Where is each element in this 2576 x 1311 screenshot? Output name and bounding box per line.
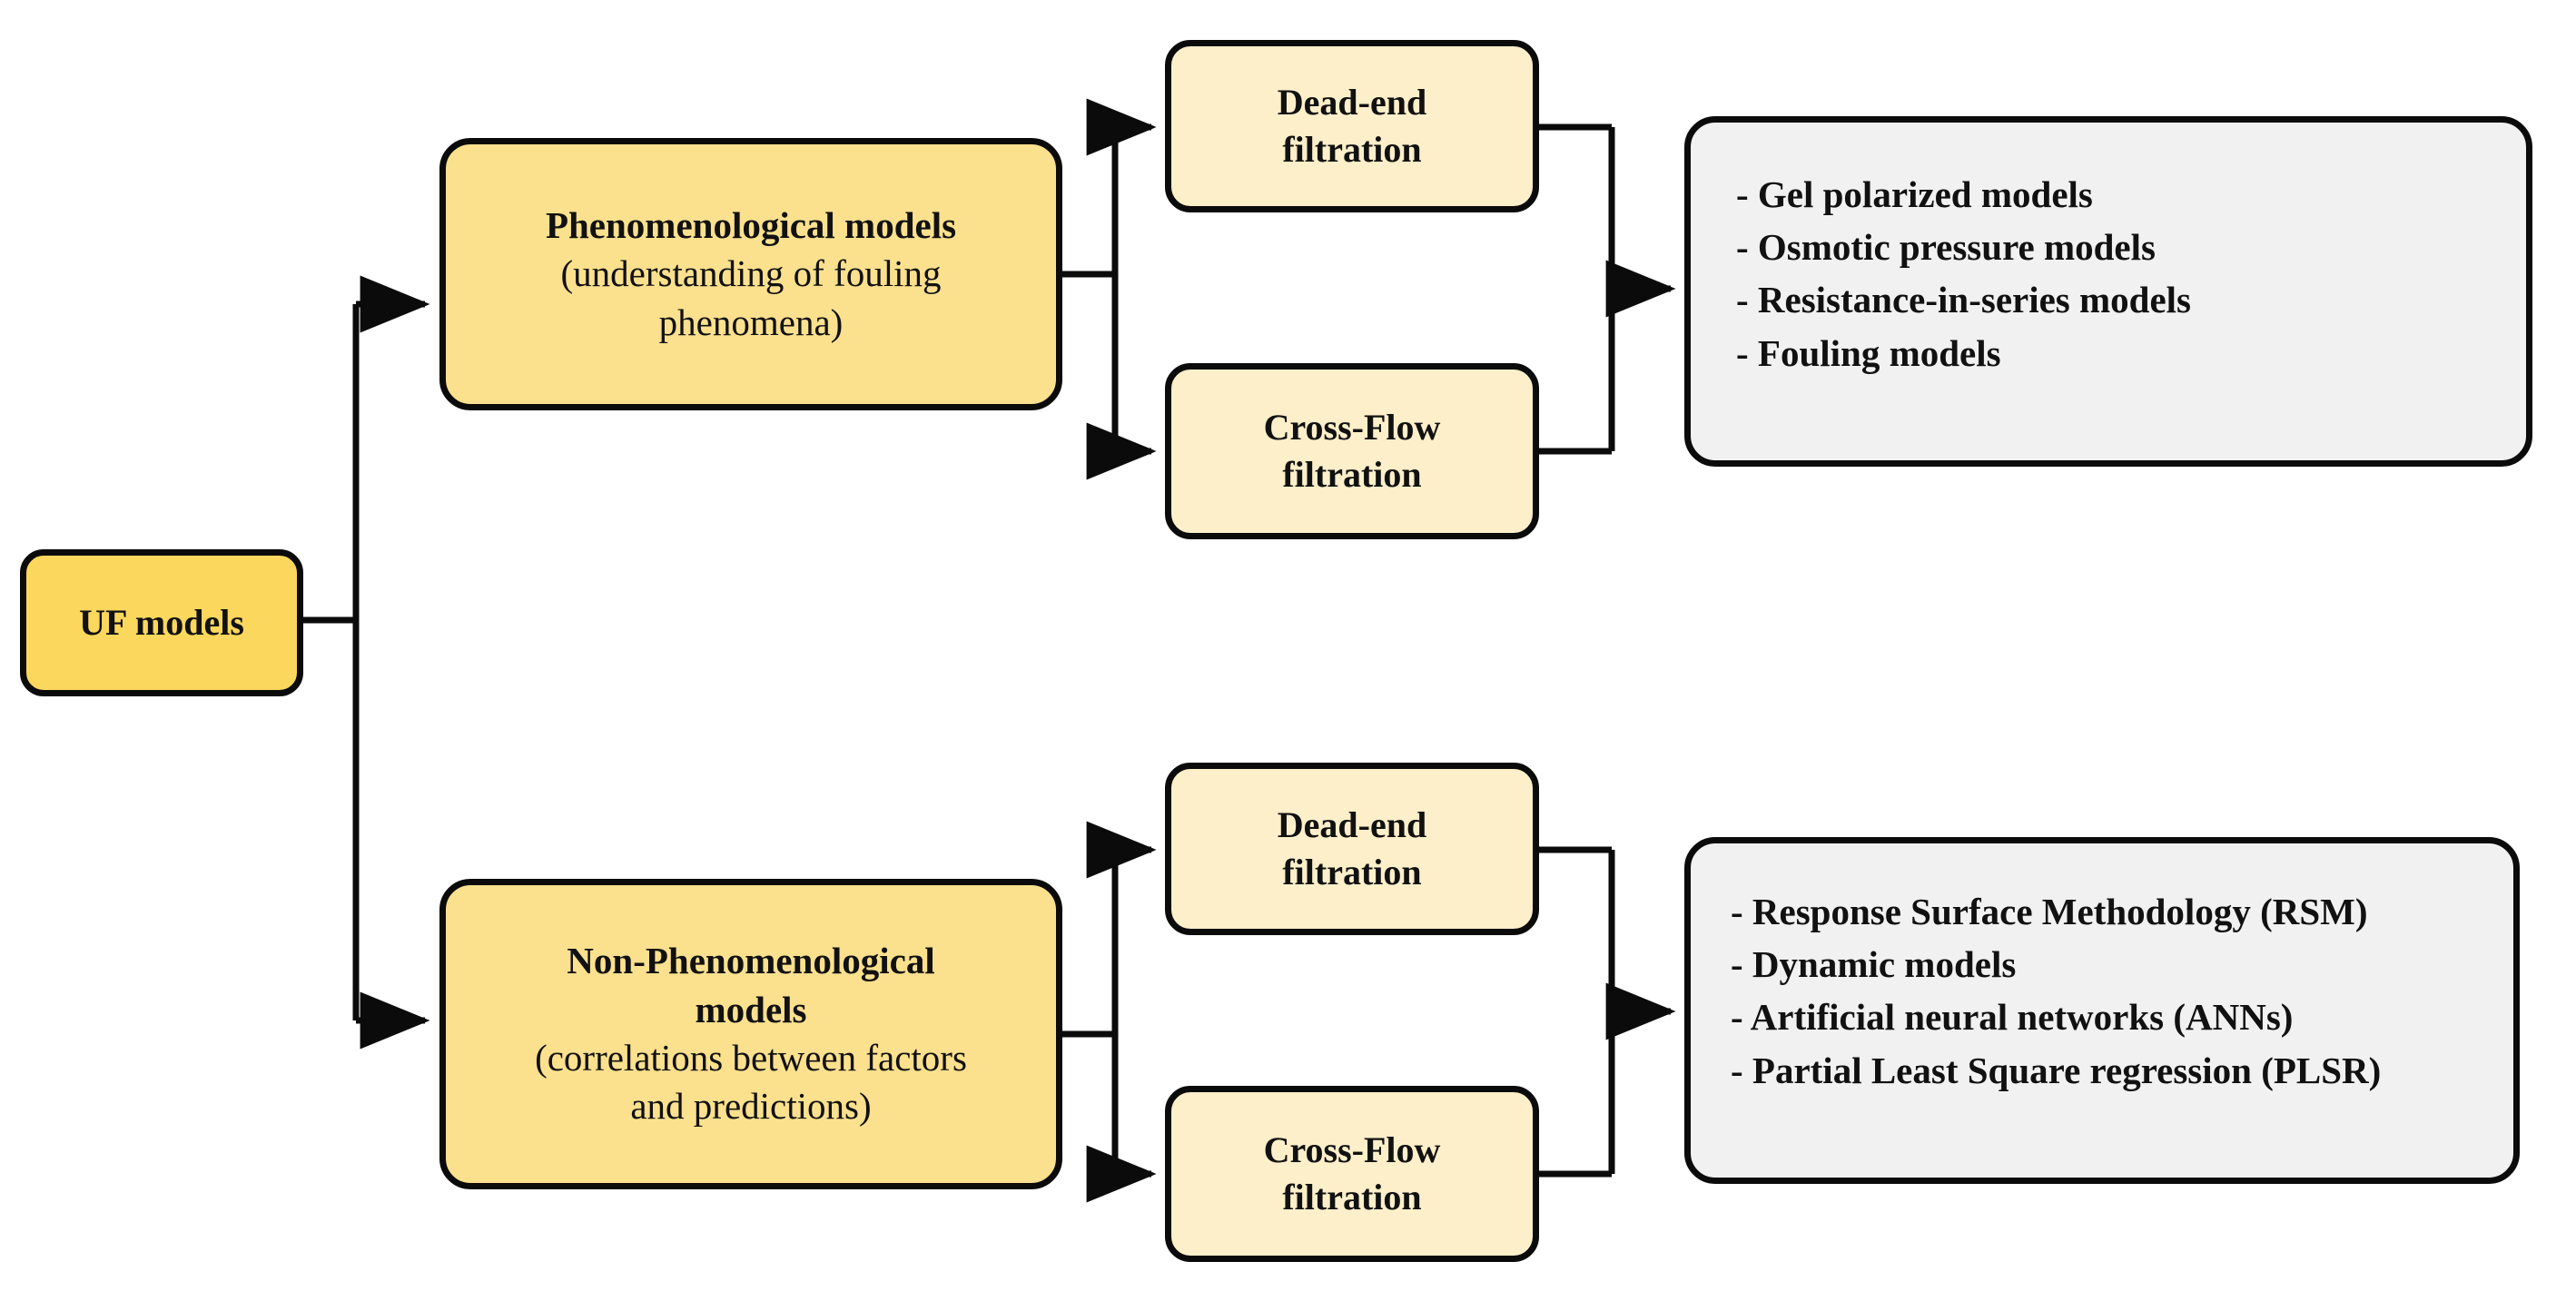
node-phenomenological-subtitle-line2: phenomena) [658, 301, 844, 343]
node-phenomenological-title: Phenomenological models [545, 204, 957, 247]
list-item: - Partial Least Square regression (PLSR) [1731, 1049, 2382, 1091]
node-uf-models-label: UF models [79, 602, 244, 643]
node-non-phenomenological-title-line2: models [695, 988, 807, 1030]
node-cross-flow-filtration-top-line2: filtration [1282, 454, 1422, 495]
list-item: - Artificial neural networks (ANNs) [1731, 996, 2294, 1039]
node-dead-end-filtration-bottom-line1: Dead-end [1277, 804, 1427, 845]
list-item: - Gel polarized models [1736, 173, 2093, 215]
node-dead-end-filtration-bottom[interactable]: Dead-end filtration [1165, 763, 1539, 935]
list-item: - Osmotic pressure models [1736, 226, 2156, 269]
node-dead-end-filtration-top[interactable]: Dead-end filtration [1165, 40, 1539, 212]
list-item: - Response Surface Methodology (RSM) [1731, 891, 2368, 932]
node-dead-end-filtration-bottom-line2: filtration [1282, 852, 1422, 892]
node-cross-flow-filtration-bottom[interactable]: Cross-Flow filtration [1165, 1086, 1539, 1262]
node-non-phenomenological-outputs[interactable]: - Response Surface Methodology (RSM) - D… [1684, 837, 2520, 1184]
node-cross-flow-filtration-top-line1: Cross-Flow [1263, 407, 1441, 448]
node-non-phenomenological-subtitle-line2: and predictions) [630, 1085, 872, 1128]
node-uf-models[interactable]: UF models [20, 549, 303, 696]
node-phenomenological-models[interactable]: Phenomenological models (understanding o… [439, 138, 1062, 410]
node-phenomenological-outputs[interactable]: - Gel polarized models - Osmotic pressur… [1684, 116, 2532, 467]
list-item: - Resistance-in-series models [1736, 279, 2192, 321]
node-cross-flow-filtration-bottom-line1: Cross-Flow [1263, 1129, 1441, 1170]
node-non-phenomenological-models[interactable]: Non-Phenomenological models (correlation… [439, 879, 1062, 1189]
list-item: - Dynamic models [1731, 943, 2017, 986]
node-non-phenomenological-subtitle-line1: (correlations between factors [535, 1037, 967, 1079]
node-dead-end-filtration-top-line2: filtration [1282, 129, 1422, 170]
node-non-phenomenological-title-line1: Non-Phenomenological [567, 940, 935, 982]
node-dead-end-filtration-top-line1: Dead-end [1277, 82, 1427, 123]
node-cross-flow-filtration-bottom-line2: filtration [1282, 1177, 1422, 1217]
node-cross-flow-filtration-top[interactable]: Cross-Flow filtration [1165, 363, 1539, 539]
list-item: - Fouling models [1736, 331, 2001, 374]
node-phenomenological-subtitle-line1: (understanding of fouling [560, 252, 942, 295]
